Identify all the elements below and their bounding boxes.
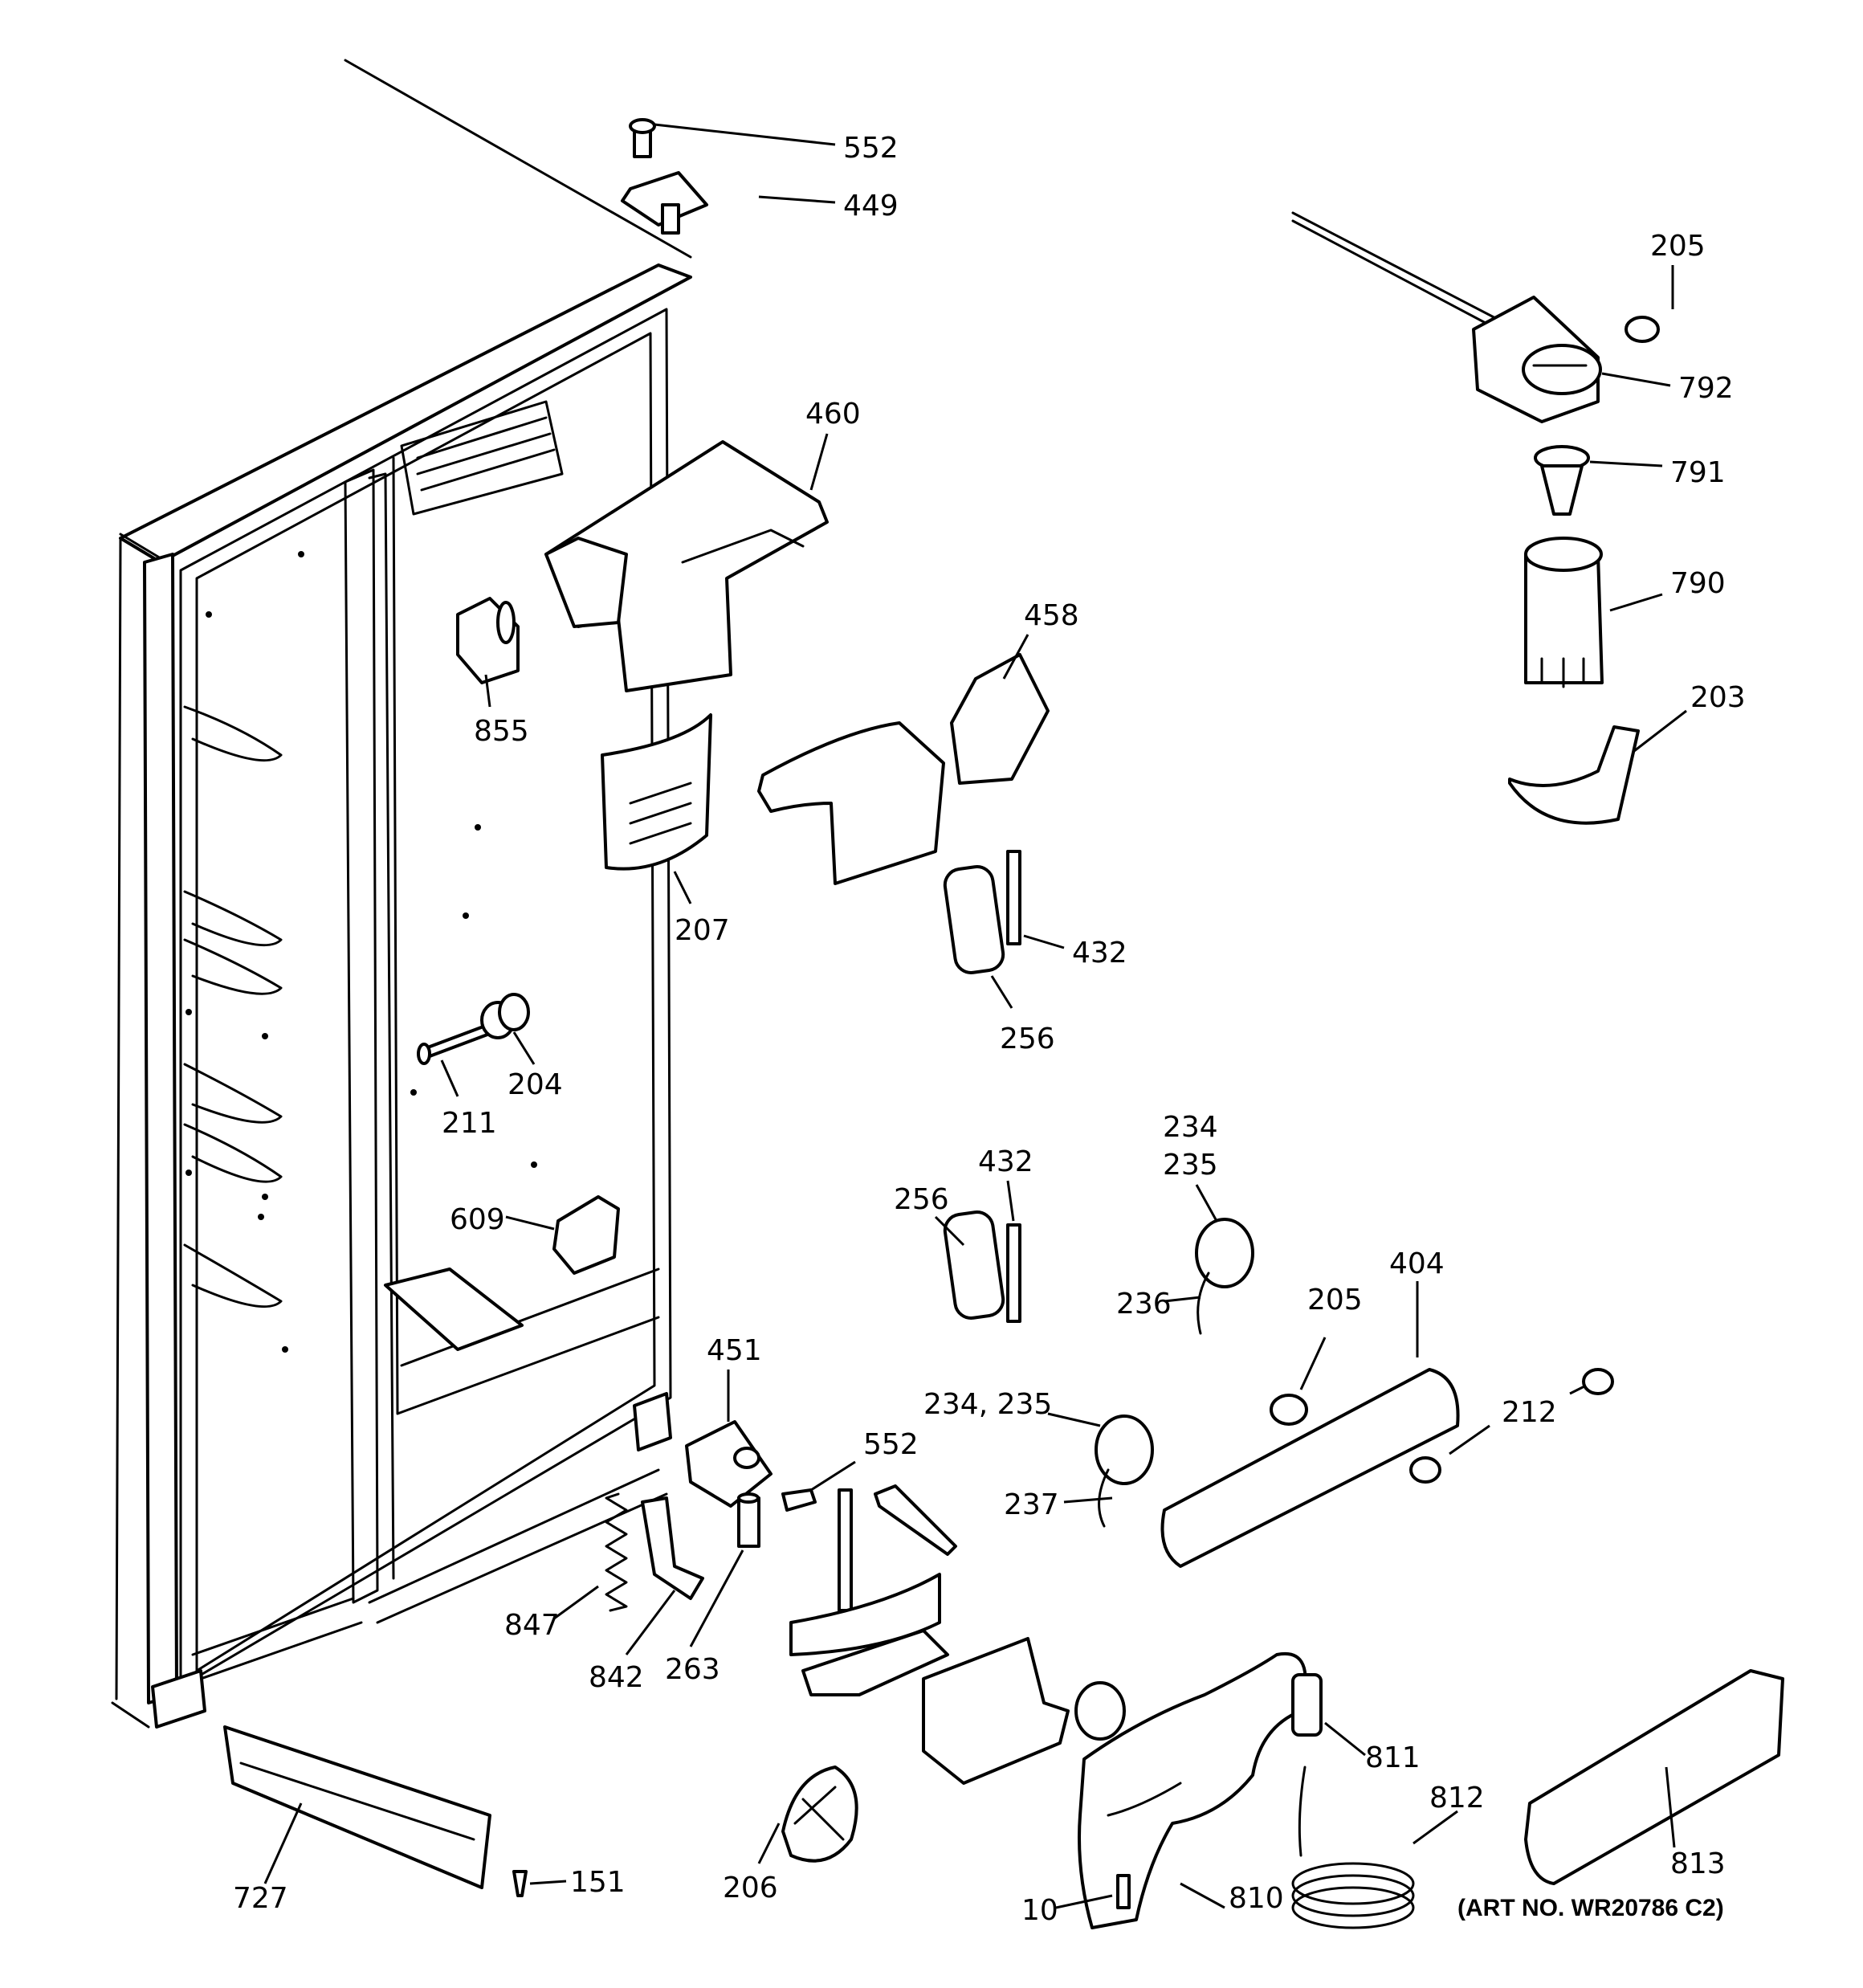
callout-237: 237 [1004, 1488, 1059, 1521]
dispenser-components [223, 1218, 1784, 1929]
callout-234-upper: 234 [1163, 1111, 1218, 1144]
callout-552-lower: 552 [863, 1428, 919, 1461]
callout-810: 810 [1229, 1882, 1284, 1915]
callout-458: 458 [1024, 599, 1079, 632]
callout-855: 855 [474, 715, 529, 748]
callout-204: 204 [508, 1068, 563, 1101]
art-number: (ART NO. WR20786 C2) [1457, 1895, 1724, 1921]
leader-lines [263, 123, 1687, 1909]
callout-792: 792 [1678, 372, 1734, 405]
refrigerator-case [111, 59, 692, 1729]
water-filter-assembly [1291, 211, 1660, 825]
callout-256-lower: 256 [894, 1183, 949, 1216]
callout-203: 203 [1690, 681, 1746, 714]
callout-727: 727 [233, 1882, 288, 1915]
callout-235-upper: 235 [1163, 1149, 1218, 1182]
callout-449: 449 [843, 190, 899, 222]
pads-and-strips [943, 850, 1021, 1323]
callout-451: 451 [707, 1334, 762, 1367]
callout-790: 790 [1670, 567, 1726, 600]
callout-211: 211 [442, 1107, 497, 1140]
callout-206: 206 [723, 1872, 778, 1904]
callout-609: 609 [450, 1203, 505, 1236]
callout-236: 236 [1116, 1288, 1172, 1321]
callout-811: 811 [1365, 1741, 1421, 1774]
callout-205-top: 205 [1650, 230, 1706, 263]
callout-207: 207 [675, 914, 730, 947]
callout-432-lower: 432 [978, 1145, 1033, 1178]
callout-552-top: 552 [843, 132, 899, 165]
callout-847: 847 [504, 1609, 560, 1642]
top-hinge-assembly [621, 118, 708, 235]
callout-234-235: 234, 235 [923, 1388, 1052, 1421]
callout-842: 842 [589, 1661, 644, 1694]
callout-432-upper: 432 [1072, 937, 1127, 970]
callout-212: 212 [1502, 1396, 1557, 1429]
callout-460: 460 [805, 398, 861, 431]
callout-256-upper: 256 [1000, 1023, 1055, 1055]
callout-10: 10 [1021, 1894, 1058, 1927]
dispenser-duct-assembly [456, 440, 1050, 885]
callout-205-lower: 205 [1307, 1284, 1363, 1316]
callout-404: 404 [1389, 1247, 1445, 1280]
callout-812: 812 [1429, 1782, 1485, 1815]
callout-263: 263 [665, 1653, 720, 1686]
callout-151: 151 [570, 1866, 626, 1899]
callout-791: 791 [1670, 456, 1726, 489]
callout-labels: 552 449 205 792 791 790 203 460 855 458 … [233, 132, 1746, 1927]
callout-813: 813 [1670, 1847, 1726, 1880]
screw-and-switch [417, 993, 620, 1275]
